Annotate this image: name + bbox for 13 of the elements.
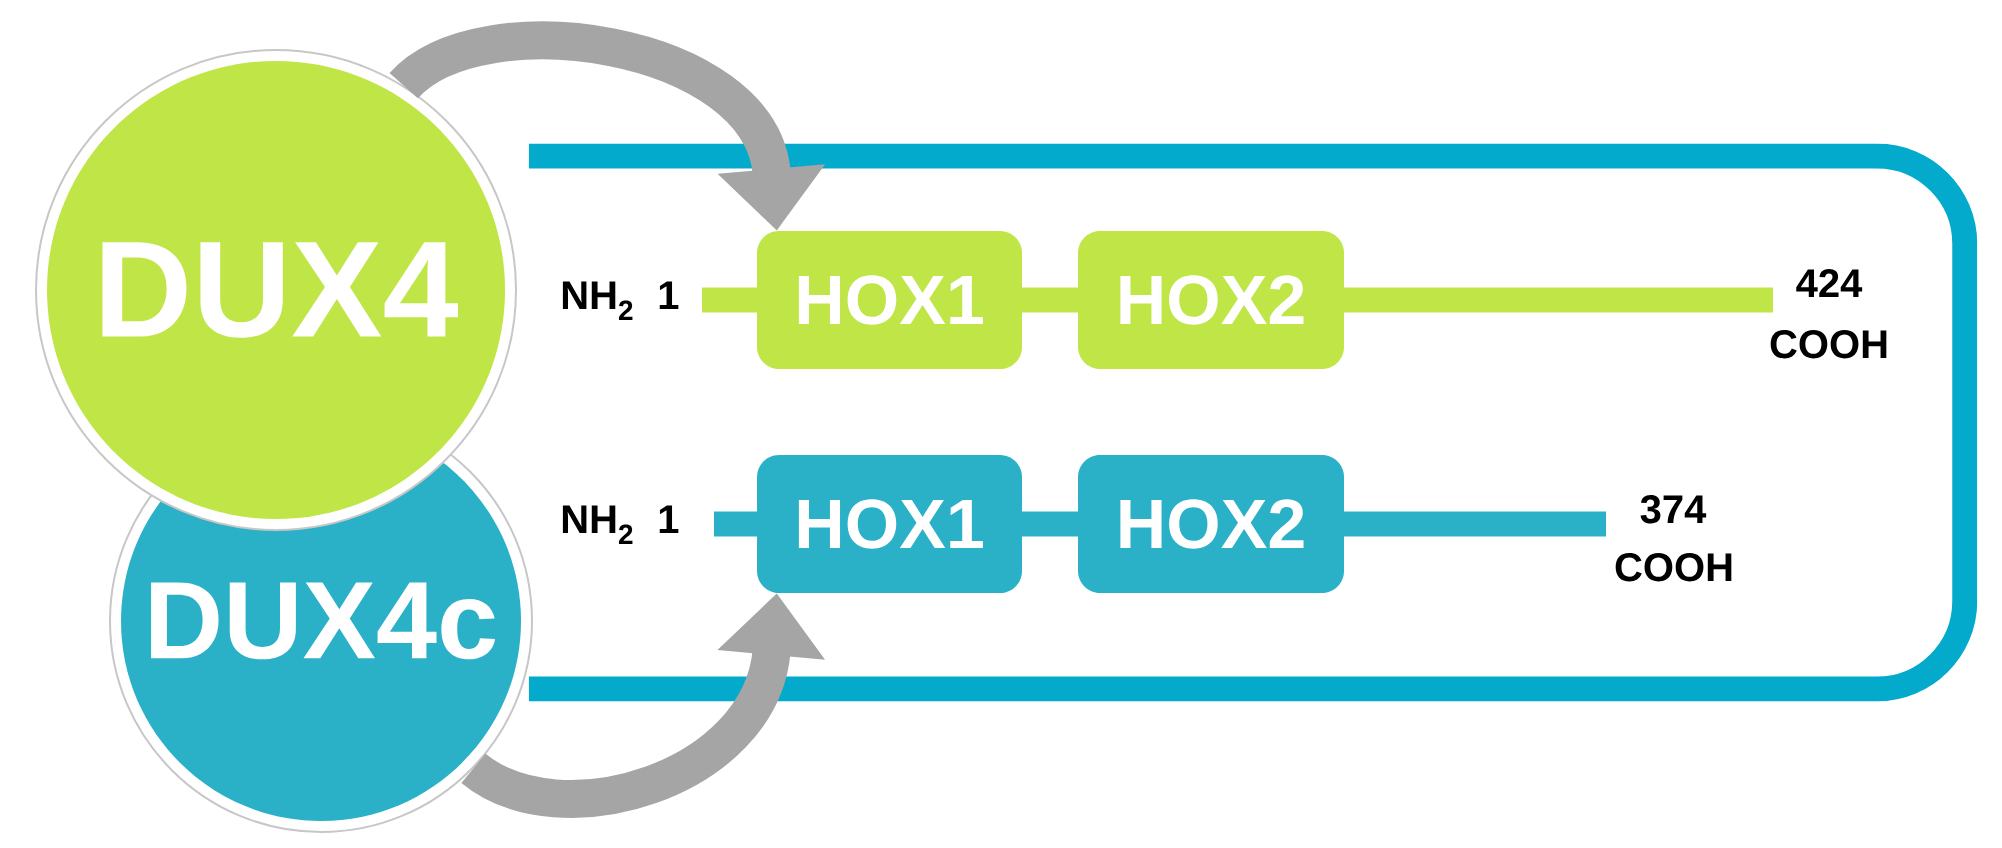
domain-box: HOX2 <box>1078 231 1344 369</box>
domain-box: HOX2 <box>1078 455 1344 593</box>
terminus-label: COOH <box>1615 553 1732 582</box>
domain-box: HOX1 <box>757 231 1022 369</box>
terminus-label: NH$_{2}$ <box>562 505 633 544</box>
position-number: 424 <box>1796 269 1863 297</box>
position-number: 1 <box>659 281 679 309</box>
position-number: 374 <box>1640 495 1707 524</box>
terminus-label: NH$_{2}$ <box>562 281 633 320</box>
terminus-label: COOH <box>1770 330 1887 359</box>
node-label: DUX4 <box>102 242 458 338</box>
position-number: 1 <box>659 505 679 533</box>
domain-box: HOX1 <box>757 455 1022 593</box>
